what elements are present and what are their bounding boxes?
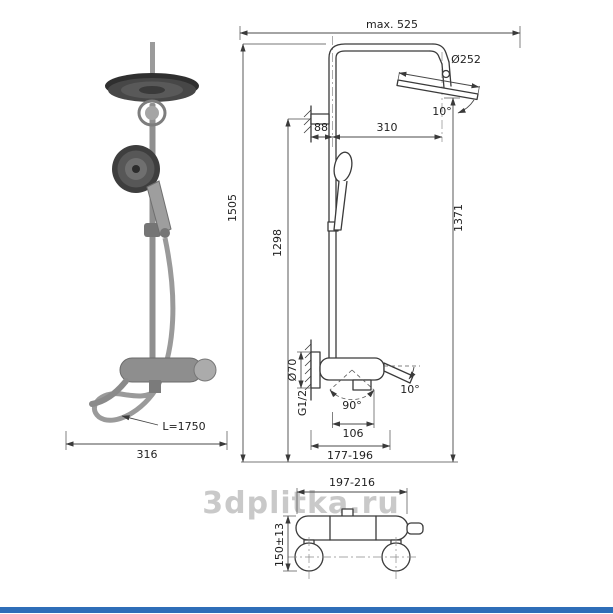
side-view-drawing: Ø252 10°: [226, 18, 521, 463]
dim-front-width-label: 197-216: [329, 476, 375, 489]
top-pipe: [150, 42, 155, 80]
hand-shower-profile: [327, 151, 353, 232]
dim-head-tilt-label: 10°: [432, 105, 452, 118]
product-illustration: [89, 42, 217, 423]
dim-wall-to-riser-label: 88: [314, 121, 328, 134]
dim-total-height-label: 1505: [226, 194, 239, 222]
hose-length-label: L=1750: [162, 420, 205, 433]
dimension-depth-range: [310, 430, 391, 450]
dimension-riser-height: [285, 118, 311, 463]
dim-handle-tilt-label: 10°: [400, 383, 420, 396]
mixer-handle: [383, 362, 414, 384]
dimension-max-depth: [239, 26, 521, 48]
shower-head-profile: [396, 71, 480, 114]
dimension-total-height: [240, 43, 326, 463]
mixer-body: [89, 357, 217, 407]
dim-overall-width-label: 316: [137, 448, 158, 461]
thread-size-label: G1/2: [296, 390, 309, 416]
bottom-accent-bar: [0, 607, 613, 613]
rain-shower-head: [105, 73, 199, 102]
dim-head-diameter-label: Ø252: [451, 53, 481, 66]
dim-riser-to-head-label: 310: [377, 121, 398, 134]
dimension-escutcheon: [297, 351, 311, 389]
riser-and-arm: [328, 43, 452, 363]
dim-head-height-label: 1371: [452, 204, 465, 232]
escutcheon: [310, 351, 321, 389]
dimension-spout-reach: [332, 390, 375, 428]
dim-spout-reach-label: 106: [343, 427, 364, 440]
swivel-joint: [137, 99, 167, 127]
hand-shower: [112, 145, 172, 238]
left-view-dimensions: 316 L=1750: [65, 415, 228, 461]
dim-max-depth-label: max. 525: [366, 18, 418, 31]
dim-connection-spacing-label: 150±13: [273, 523, 286, 567]
dimension-front-width: [296, 488, 408, 514]
mixer-body-profile: [319, 357, 385, 381]
head-ball-joint: [441, 69, 451, 79]
dim-riser-height-label: 1298: [271, 229, 284, 257]
dimension-head-height: [444, 97, 460, 463]
front-view-drawing: 197-216 150±13: [273, 476, 424, 579]
shower-hose: [91, 237, 176, 423]
dim-handle-swing-label: 90°: [342, 399, 362, 412]
dim-depth-range-label: 177-196: [327, 449, 373, 462]
front-handle: [406, 522, 424, 535]
mixer-front-body: [295, 508, 424, 546]
mixer-profile: [304, 339, 420, 401]
dimension-connection-spacing: [283, 515, 297, 572]
